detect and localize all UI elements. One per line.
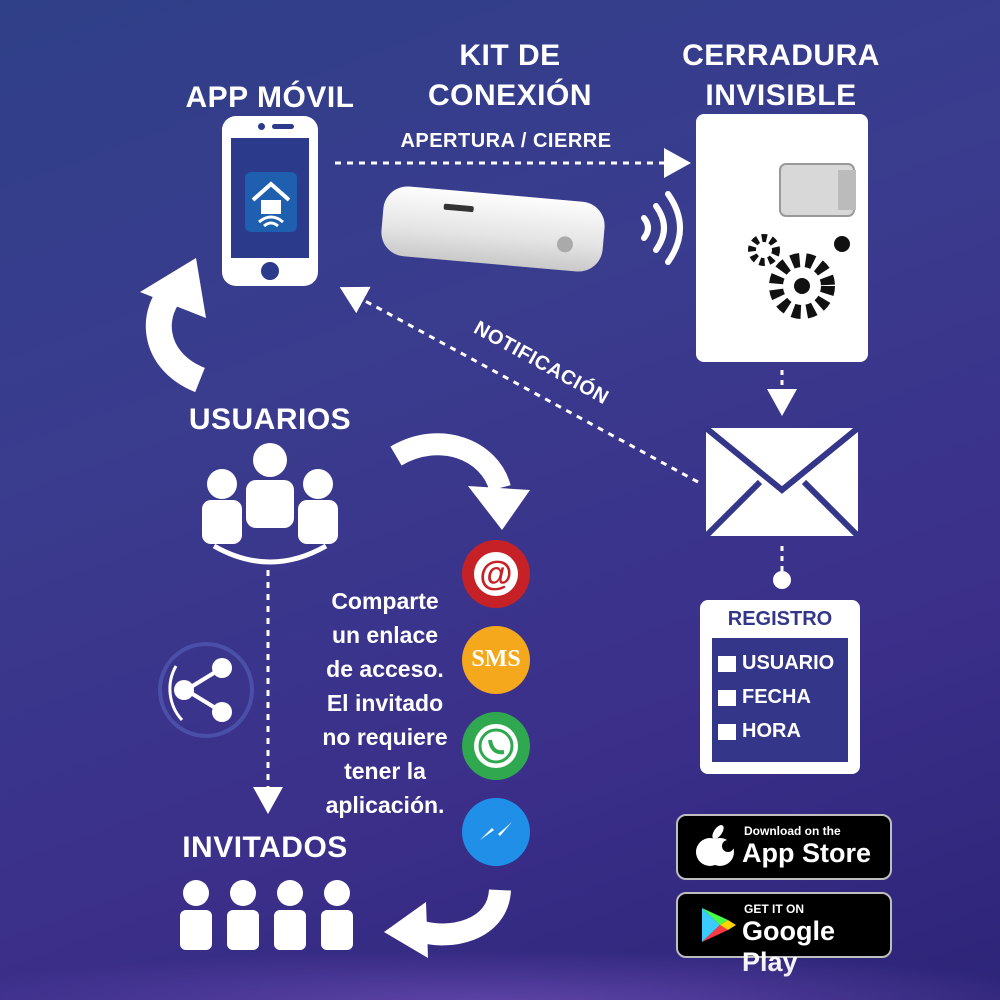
- registro-log-card: REGISTRO USUARIO FECHA HORA: [700, 600, 860, 774]
- node-lock-label-line1: CERRADURA: [682, 39, 880, 72]
- registro-field-usuario: USUARIO: [718, 652, 834, 675]
- sms-channel-icon: SMS: [462, 626, 530, 694]
- wireless-signal-icon: [641, 191, 683, 265]
- users-group-icon: [202, 443, 338, 565]
- node-kit-label-line1: KIT DE: [459, 39, 561, 72]
- curved-arrow-users-to-channels: [390, 433, 511, 492]
- share-description: Comparte un enlace de acceso. El invitad…: [322, 588, 448, 818]
- email-channel-icon: @: [462, 540, 530, 608]
- apple-icon: [696, 825, 734, 866]
- google-play-badge[interactable]: GET IT ON Google Play: [676, 892, 892, 977]
- node-app-label: APP MÓVIL: [185, 81, 355, 114]
- app-store-badge[interactable]: Download on the App Store: [676, 814, 892, 880]
- node-guests-label: INVITADOS: [182, 831, 348, 864]
- registro-field-fecha: FECHA: [718, 686, 811, 709]
- play-store-icon: [702, 908, 736, 942]
- node-users-label: USUARIOS: [188, 403, 352, 436]
- edge-open-close-label: APERTURA / CIERRE: [400, 130, 612, 152]
- share-icon: [158, 642, 254, 738]
- gears-icon: [748, 163, 856, 319]
- guests-group-icon: [180, 880, 353, 950]
- curved-arrow-channels-to-guests: [412, 888, 511, 946]
- messenger-channel-icon: [462, 798, 530, 866]
- envelope-icon: [703, 425, 861, 539]
- node-kit-label-line2: CONEXIÓN: [427, 79, 593, 112]
- registro-field-hora: HORA: [718, 720, 801, 743]
- invisible-lock-panel: [696, 114, 868, 362]
- registro-title: REGISTRO: [727, 608, 833, 630]
- mobile-phone-icon: [222, 116, 318, 286]
- node-lock-label-line2: INVISIBLE: [705, 79, 857, 112]
- whatsapp-channel-icon: [462, 712, 530, 780]
- home-lock-app-icon: [245, 172, 297, 232]
- registro-connector-dot: [773, 571, 791, 589]
